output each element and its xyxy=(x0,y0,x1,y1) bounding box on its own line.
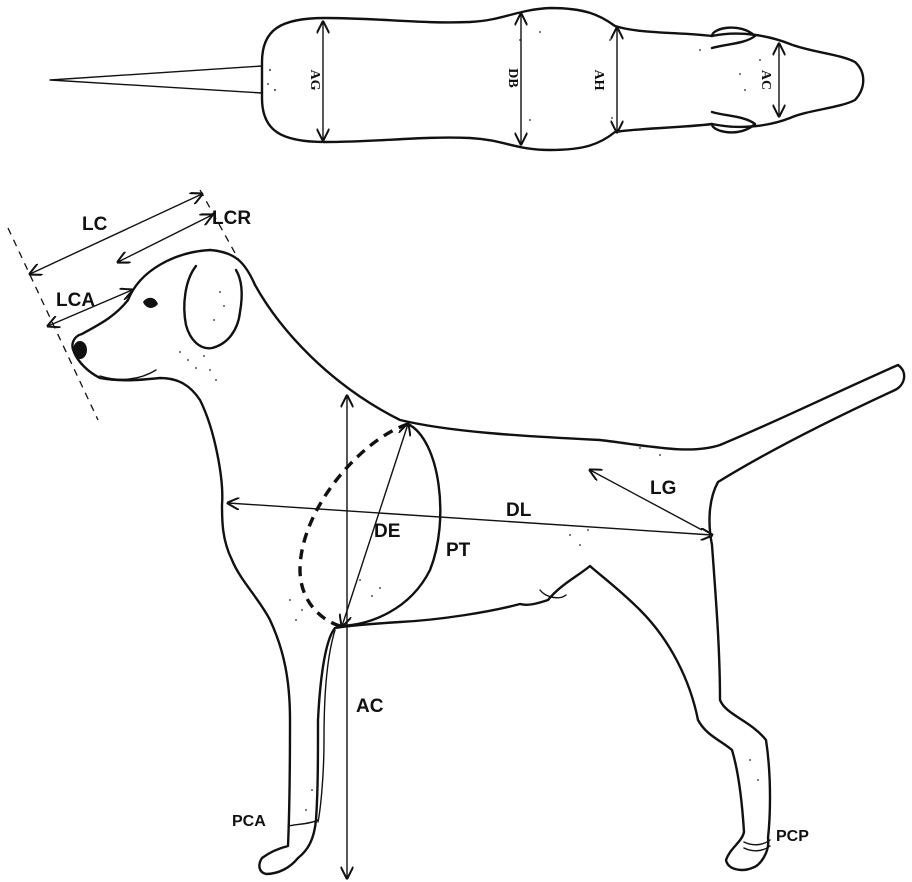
measure-lc xyxy=(30,194,202,274)
side-view-pastern-front xyxy=(288,820,318,826)
label-pcp: PCP xyxy=(776,828,809,845)
label-dl: DL xyxy=(506,500,532,521)
side-view-eye xyxy=(143,298,158,308)
top-view-dog: AG DB AH AC xyxy=(50,8,863,150)
side-view-pastern-rear xyxy=(744,840,770,851)
label-top-ac: AC xyxy=(758,70,773,90)
measure-lg xyxy=(590,470,702,530)
top-view-ear-upper xyxy=(712,28,755,48)
label-ah: AH xyxy=(591,70,606,91)
label-lg: LG xyxy=(650,478,676,499)
label-db: DB xyxy=(505,68,520,87)
label-de: DE xyxy=(374,521,400,542)
label-ag: AG xyxy=(307,70,322,91)
side-view-dog: LC LCR LCA LG DL DE PT AC PCA PCP xyxy=(8,190,904,878)
label-lca: LCA xyxy=(56,290,95,311)
label-pca: PCA xyxy=(232,813,266,830)
label-ac: AC xyxy=(356,696,384,717)
measure-dl xyxy=(228,503,712,535)
side-view-foreleg-inner xyxy=(318,630,335,822)
label-pt: PT xyxy=(446,540,471,561)
top-view-ear-lower xyxy=(712,112,755,132)
label-lc: LC xyxy=(82,214,108,235)
top-view-tail xyxy=(50,66,262,93)
side-view-ear xyxy=(184,266,241,348)
label-lcr: LCR xyxy=(212,208,251,229)
side-view-nose xyxy=(73,341,87,359)
measure-lcr xyxy=(118,215,212,262)
